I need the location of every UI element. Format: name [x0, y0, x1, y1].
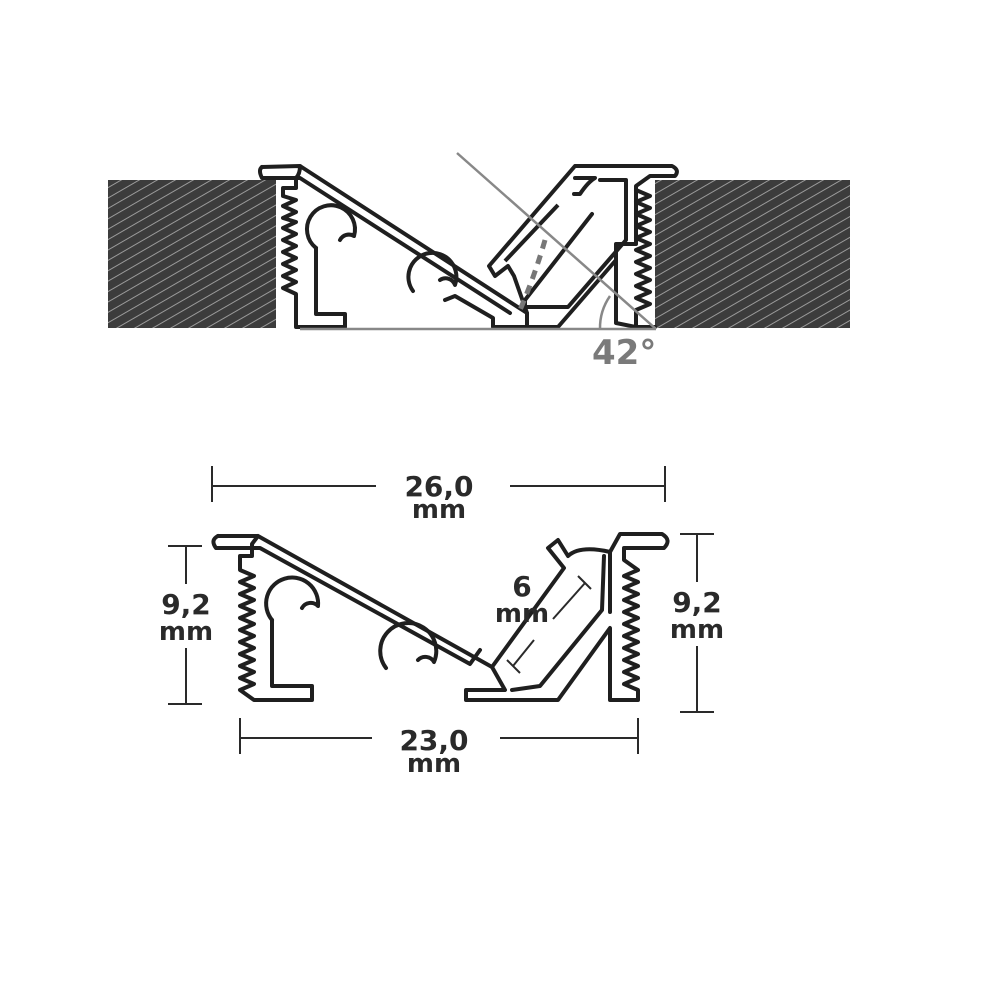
dim-top-width: 26,0 mm	[211, 466, 666, 525]
dim-left-height: 9,2 mm	[159, 545, 213, 705]
section-profile-left	[211, 534, 514, 702]
dim-led-width-unit: mm	[495, 599, 549, 629]
dim-bottom-width-value: 23,0	[399, 724, 468, 757]
dim-top-width-value: 26,0	[404, 470, 473, 503]
angle-label: 42°	[592, 333, 656, 373]
dim-left-height-unit: mm	[159, 617, 213, 647]
dim-bottom-width: 23,0 mm	[239, 718, 639, 779]
angle-arc	[598, 295, 612, 330]
dim-right-height-value: 9,2	[672, 586, 722, 619]
dim-bottom-width-unit: mm	[407, 749, 461, 779]
section-profile-right	[490, 532, 670, 702]
installed-profile-right	[487, 164, 679, 329]
dim-left-height-value: 9,2	[161, 588, 211, 621]
dim-right-height-unit: mm	[670, 615, 724, 645]
installed-view: 42°	[108, 152, 850, 373]
angle-beam-line	[456, 152, 657, 330]
left-wall-section	[108, 180, 276, 328]
installed-profile-left	[258, 164, 529, 329]
dim-top-width-unit: mm	[412, 495, 466, 525]
dim-led-width: 6 mm	[495, 570, 592, 674]
led-dashed-curve	[517, 239, 548, 311]
right-wall-section	[655, 180, 850, 328]
dim-right-height: 9,2 mm	[670, 533, 724, 713]
dim-led-width-value: 6	[512, 570, 531, 603]
cross-section: 26,0 mm 23,0 mm 9,2 mm 9,2	[159, 466, 724, 779]
